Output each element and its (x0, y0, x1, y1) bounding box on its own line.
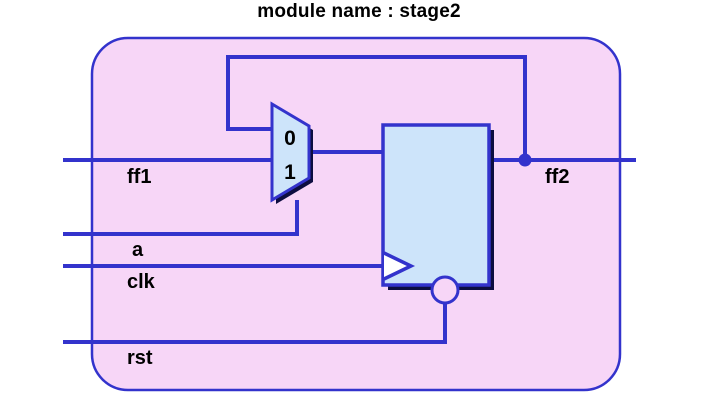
page-title: module name : stage2 (257, 1, 461, 22)
port-label-a: a (132, 239, 144, 261)
module-boundary (90, 36, 622, 392)
port-label-ff1: ff1 (127, 166, 152, 188)
mux-input-1-label: 1 (284, 161, 296, 184)
reset-bubble-icon (430, 275, 460, 305)
port-label-clk: clk (127, 271, 155, 293)
wire-a-select (63, 200, 299, 236)
mux-input-0-label: 0 (284, 127, 296, 150)
port-label-rst: rst (127, 347, 153, 369)
port-label-ff2: ff2 (545, 166, 570, 188)
clock-triangle-icon (383, 251, 416, 281)
junction-dot (518, 153, 532, 167)
mux-body (270, 101, 311, 203)
wire-rst (63, 303, 447, 344)
wire-feedback (226, 55, 527, 160)
